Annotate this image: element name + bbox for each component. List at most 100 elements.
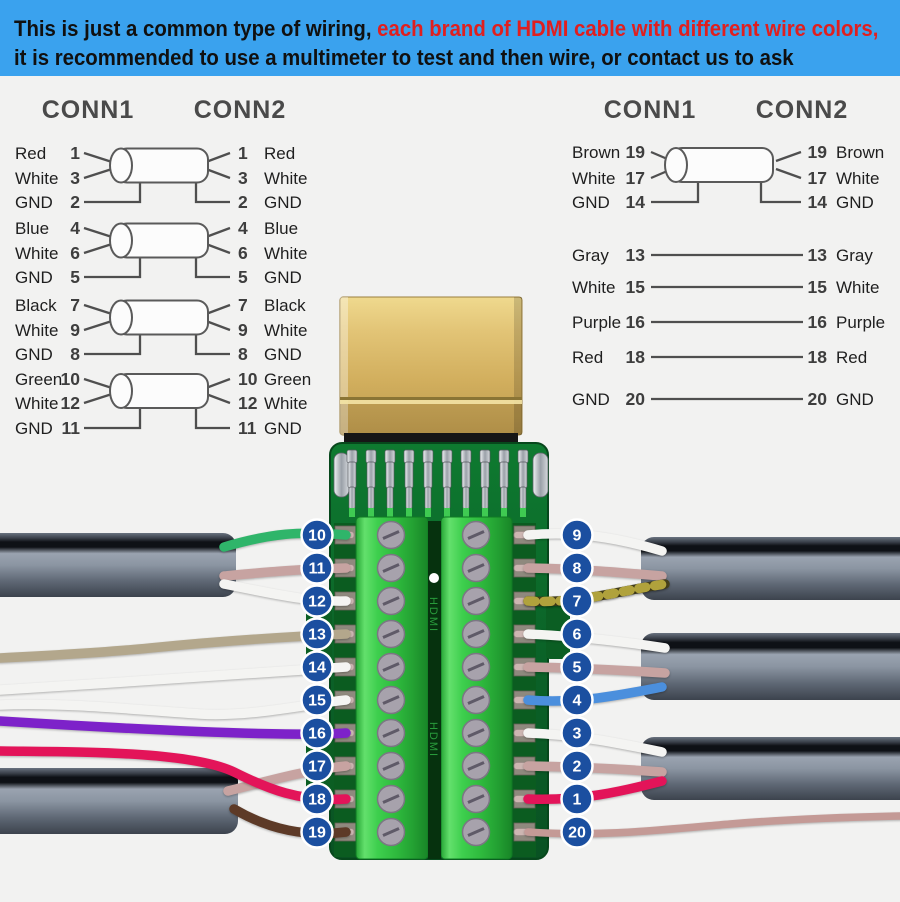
board-center-strip: HDMI HDMI xyxy=(427,521,441,859)
badge-2: 2 xyxy=(560,749,594,783)
color-label: Red xyxy=(836,348,867,367)
cable-bundle-top-left xyxy=(0,533,236,597)
wire-5 xyxy=(523,662,670,678)
svg-text:12: 12 xyxy=(308,594,326,611)
svg-text:6: 6 xyxy=(573,627,582,644)
svg-text:16: 16 xyxy=(308,726,326,743)
svg-text:13: 13 xyxy=(308,627,326,644)
color-label: White xyxy=(836,169,879,188)
svg-text:14: 14 xyxy=(308,660,326,677)
shielded-pair-symbol xyxy=(109,299,209,336)
badge-16: 16 xyxy=(300,716,334,750)
color-label: White xyxy=(15,244,58,263)
pin-number: 14 xyxy=(626,192,646,212)
color-label: GND xyxy=(15,268,53,287)
color-label: Blue xyxy=(264,219,298,238)
color-label: White xyxy=(15,394,58,413)
color-label: GND xyxy=(264,345,302,364)
wire-15 xyxy=(0,695,351,720)
pin-number: 4 xyxy=(238,218,248,238)
svg-text:15: 15 xyxy=(308,693,326,710)
color-label: White xyxy=(264,169,307,188)
shielded-pair-symbol xyxy=(109,222,209,259)
pin-number: 19 xyxy=(808,142,828,162)
wire-13 xyxy=(0,629,351,663)
wire-6 xyxy=(523,629,670,653)
badge-19: 19 xyxy=(300,815,334,849)
color-label: Red xyxy=(572,348,603,367)
group4-lines xyxy=(83,377,231,430)
board-white-dot xyxy=(429,573,439,583)
wire-1 xyxy=(523,776,667,805)
pin-number: 10 xyxy=(238,369,258,389)
pin-number: 8 xyxy=(238,344,248,364)
badge-4: 4 xyxy=(560,683,594,717)
banner-line-2: it is recommended to use a multimeter to… xyxy=(14,43,816,72)
color-label: GND xyxy=(264,268,302,287)
color-label: GND xyxy=(572,193,610,212)
cable-bundle-middle-right xyxy=(641,633,900,700)
solder-pins xyxy=(333,449,549,518)
pin-number: 17 xyxy=(808,168,827,188)
conn1-header: CONN1 xyxy=(604,96,697,124)
color-label: Black xyxy=(264,296,306,315)
group-lines xyxy=(650,150,802,204)
shielded-pair-symbol xyxy=(109,147,209,184)
color-label: Gray xyxy=(836,246,873,265)
shielded-pair-symbol xyxy=(109,373,209,409)
pin-number: 12 xyxy=(238,393,258,413)
color-label: Purple xyxy=(836,313,885,332)
pin-number: 9 xyxy=(238,320,248,340)
color-label: White xyxy=(836,278,879,297)
color-label: White xyxy=(572,278,615,297)
pin-number: 5 xyxy=(238,267,248,287)
pin-number: 2 xyxy=(70,192,80,212)
pin-number: 18 xyxy=(808,347,828,367)
pin-number: 2 xyxy=(238,192,248,212)
svg-text:7: 7 xyxy=(573,594,582,611)
wire-3 xyxy=(523,728,667,757)
color-label: White xyxy=(15,169,58,188)
group3-lines xyxy=(83,303,231,356)
badge-18: 18 xyxy=(300,782,334,816)
left-wiring-diagram: CONN1 CONN2 Red 1 1 Red White 3 3 White … xyxy=(15,96,311,438)
badge-3: 3 xyxy=(560,716,594,750)
wire-2 xyxy=(523,761,667,777)
color-label: Brown xyxy=(572,143,620,162)
cable-bundle-bottom-right xyxy=(641,737,900,800)
color-label: Green xyxy=(264,370,311,389)
color-label: Green xyxy=(15,370,62,389)
conn1-header: CONN1 xyxy=(42,96,135,124)
svg-text:17: 17 xyxy=(308,759,326,776)
badge-13: 13 xyxy=(300,617,334,651)
badge-11: 11 xyxy=(300,551,334,585)
badge-1: 1 xyxy=(560,782,594,816)
svg-text:10: 10 xyxy=(308,528,326,545)
color-label: White xyxy=(264,244,307,263)
cable-bundle-bottom-left xyxy=(0,768,238,834)
svg-text:2: 2 xyxy=(573,759,582,776)
banner-line1-red: each brand of HDMI cable with different … xyxy=(371,16,879,41)
badge-14: 14 xyxy=(300,650,334,684)
color-label: Purple xyxy=(572,313,621,332)
color-label: Red xyxy=(15,144,46,163)
group2-lines xyxy=(83,226,231,279)
color-label: White xyxy=(264,321,307,340)
pin-number: 16 xyxy=(808,312,828,332)
board-silkscreen-label: HDMI xyxy=(427,597,439,633)
svg-text:9: 9 xyxy=(573,528,582,545)
svg-text:20: 20 xyxy=(568,825,586,842)
badge-12: 12 xyxy=(300,584,334,618)
color-label: GND xyxy=(572,390,610,409)
color-label: Red xyxy=(264,144,295,163)
color-label: White xyxy=(572,169,615,188)
shielded-pair-symbol xyxy=(664,147,774,183)
wire-16 xyxy=(0,716,351,739)
group1-lines xyxy=(83,151,231,204)
wire-9 xyxy=(523,529,667,556)
cable-bundle-top-right xyxy=(641,537,900,600)
wire-4 xyxy=(523,682,667,706)
color-label: White xyxy=(264,394,307,413)
badge-8: 8 xyxy=(560,551,594,585)
badge-10: 10 xyxy=(300,518,334,552)
